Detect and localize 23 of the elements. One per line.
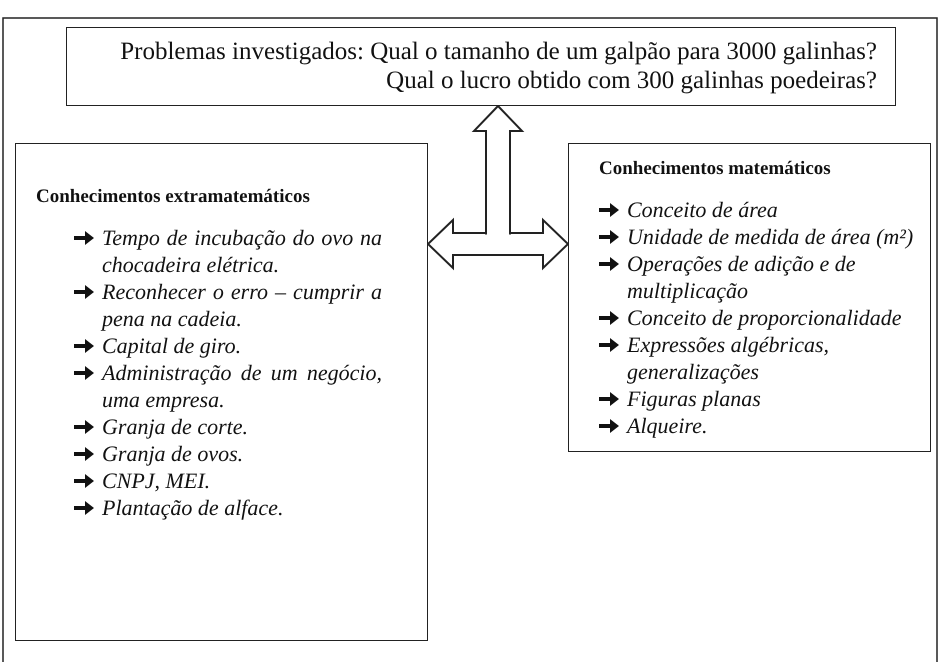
list-item: Conceito de proporcionalidade: [627, 304, 903, 331]
problem-statement: Problemas investigados: Qual o tamanho de um galpão para 3000 galinhas? Qual o lucro obtido com 300 galinhas poedeiras?: [119, 37, 877, 95]
list-item: Tempo de incubação do ovo na chocadeira elétrica.: [102, 224, 382, 278]
block-arrow: [472, 104, 524, 236]
double-block-arrow: [426, 218, 570, 270]
list-item: CNPJ, MEI.: [102, 467, 212, 494]
list-item: Figuras planas: [627, 385, 762, 412]
knowledge-box: [568, 143, 931, 452]
list-item: Reconhecer o erro – cumprir a pena na cadeia.: [102, 278, 382, 332]
list-item: Alqueire.: [627, 412, 708, 439]
list-item: Operações de adição e de multiplicação: [627, 250, 856, 304]
section-heading: Conhecimentos extramatemáticos: [36, 186, 310, 208]
problem-box: [66, 27, 896, 106]
list-item: Administração de um negócio, uma empresa.: [102, 359, 382, 413]
list-item: Unidade de medida de área (m²): [627, 223, 914, 250]
list-item: Plantação de alface.: [102, 494, 284, 521]
list-item: Expressões algébricas, generalizações: [627, 331, 830, 385]
knowledge-box: [15, 143, 428, 641]
list-item: Granja de ovos.: [102, 440, 244, 467]
list-item: Conceito de área: [627, 196, 779, 223]
list-item: Capital de giro.: [102, 332, 242, 359]
list-item: Granja de corte.: [102, 413, 250, 440]
section-heading: Conhecimentos matemáticos: [599, 158, 831, 180]
